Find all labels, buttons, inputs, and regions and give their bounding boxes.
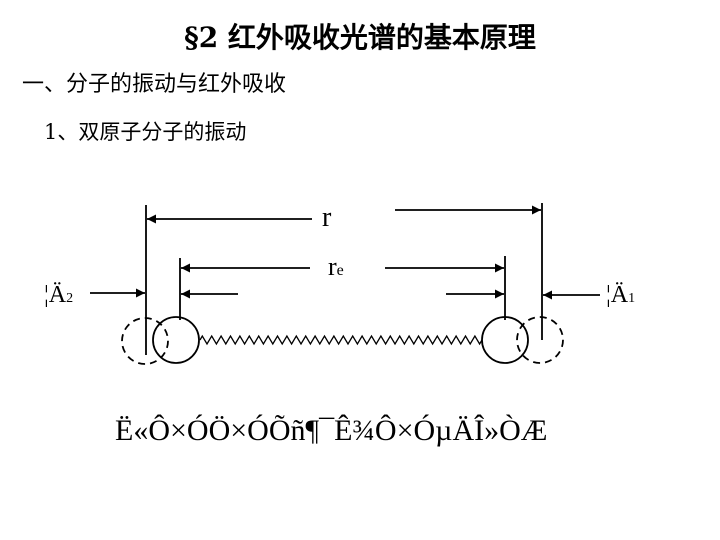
re-label-main: r bbox=[328, 252, 337, 281]
spring-bond bbox=[199, 334, 483, 346]
section-heading: 一、分子的振动与红外吸收 bbox=[22, 72, 287, 97]
right-displacement-label: ¦Ä1 bbox=[606, 282, 635, 308]
re-label-subscript: e bbox=[337, 262, 344, 279]
left-displacement-main: ¦Ä bbox=[44, 282, 67, 308]
right-atom-displaced bbox=[516, 316, 564, 364]
right-atom bbox=[481, 316, 529, 364]
right-displacement-subscript: 1 bbox=[628, 291, 635, 306]
left-atom bbox=[152, 316, 200, 364]
slide-title: §2 红外吸收光谱的基本原理 bbox=[184, 21, 536, 54]
subsection-heading: 1、双原子分子的振动 bbox=[44, 120, 247, 144]
left-displacement-subscript: 2 bbox=[66, 291, 73, 306]
left-atom-displaced bbox=[121, 317, 169, 365]
left-displacement-label: ¦Ä2 bbox=[44, 282, 73, 308]
right-displacement-main: ¦Ä bbox=[606, 282, 629, 308]
re-label: re bbox=[328, 252, 344, 281]
diagram-caption: Ë«Ô­×ÓÖ×ÓÕñ¶¯Ê¾Ô­×ÓµÄÎ»ÒÆ bbox=[115, 414, 547, 447]
r-label: r bbox=[322, 202, 332, 233]
